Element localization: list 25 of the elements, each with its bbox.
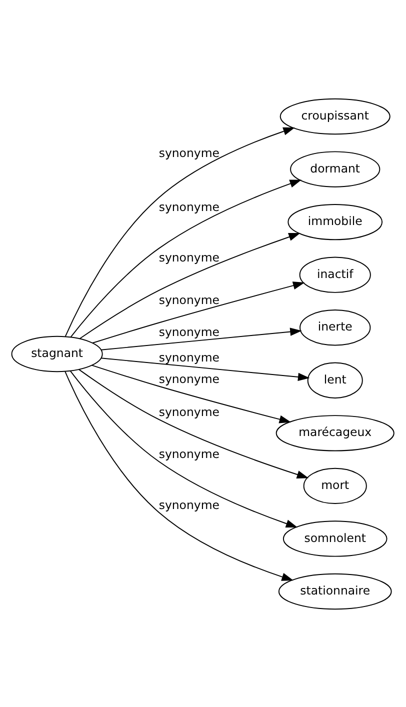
arrow <box>91 364 292 423</box>
edge-label: synonyme <box>158 146 220 160</box>
edge-label: synonyme <box>158 350 220 364</box>
arrow <box>70 179 302 338</box>
edge-label: synonyme <box>158 324 220 339</box>
edge-label: synonyme <box>158 250 220 264</box>
arrow <box>70 370 298 528</box>
arrow <box>64 370 294 580</box>
node-ellipse: inerte <box>300 309 371 346</box>
edge-label: synonyme <box>158 199 220 214</box>
arrow <box>100 357 310 381</box>
edge-label: synonyme <box>158 371 220 386</box>
node-ellipse: mort <box>303 467 367 504</box>
edge-label: synonyme <box>158 292 220 306</box>
arrow <box>79 232 300 339</box>
edge-label: synonyme <box>158 498 220 512</box>
arrow <box>64 126 295 336</box>
node-ellipse: inactif <box>299 256 371 292</box>
node-ellipse: stagnant <box>11 335 103 372</box>
edge-label: synonyme <box>158 404 220 419</box>
edge-label: synonyme <box>158 446 220 461</box>
arrow <box>78 368 309 478</box>
arrow <box>92 281 305 343</box>
node-ellipse: lent <box>307 362 363 398</box>
arrow <box>100 327 302 350</box>
